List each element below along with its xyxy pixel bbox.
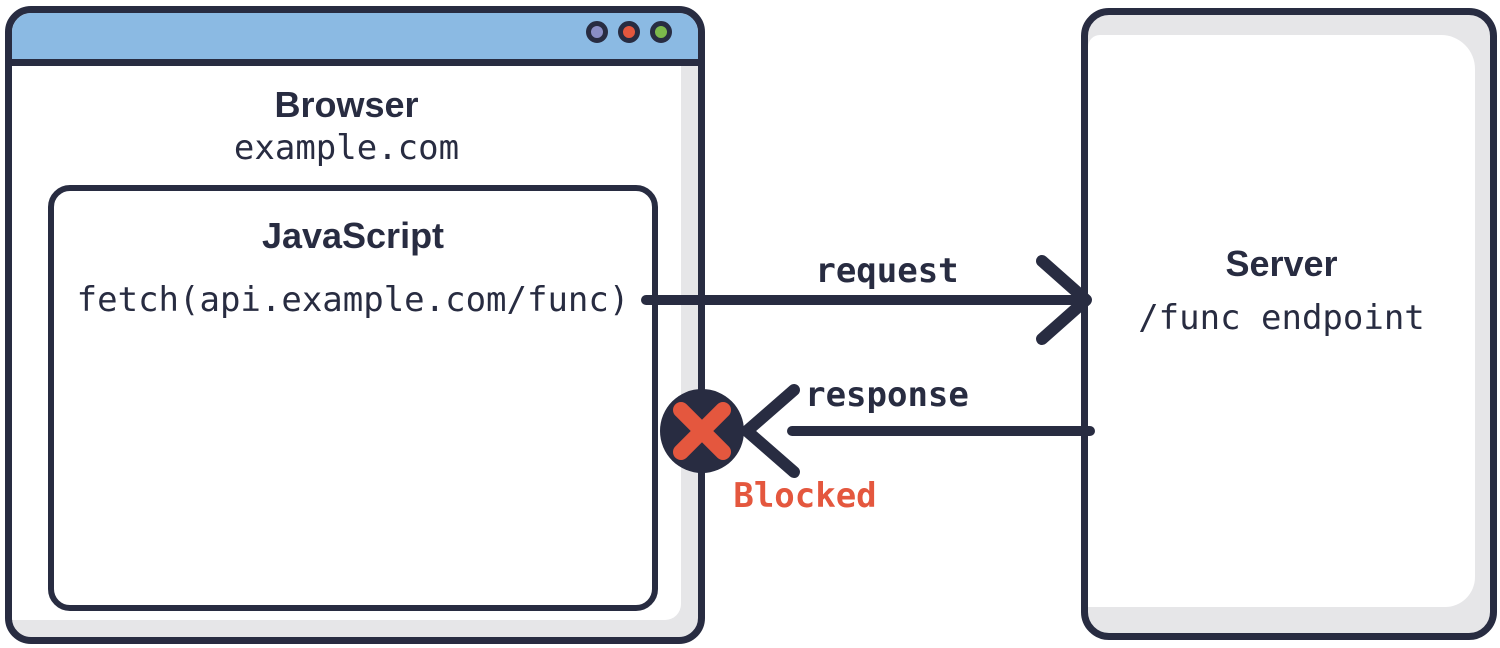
request-label: request xyxy=(815,251,959,291)
server-text: Server /func endpoint xyxy=(1088,243,1475,338)
fetch-code: fetch(api.example.com/func) xyxy=(76,280,630,320)
browser-title-bar xyxy=(12,13,698,66)
server-title: Server xyxy=(1225,243,1338,284)
browser-title: Browser xyxy=(274,84,419,125)
javascript-box-title: JavaScript xyxy=(261,215,445,256)
server-content-area: Server /func endpoint xyxy=(1088,35,1475,607)
window-control-green-icon xyxy=(650,21,672,43)
blocked-label: Blocked xyxy=(733,476,877,516)
window-control-purple-icon xyxy=(586,21,608,43)
server-endpoint: /func endpoint xyxy=(1138,298,1425,338)
browser-url: example.com xyxy=(233,128,460,168)
window-control-red-icon xyxy=(618,21,640,43)
request-arrowhead-icon xyxy=(1036,255,1092,345)
server-box: Server /func endpoint xyxy=(1081,8,1497,640)
javascript-box: JavaScript fetch(api.example.com/func) xyxy=(48,185,658,611)
response-label: response xyxy=(805,375,969,415)
